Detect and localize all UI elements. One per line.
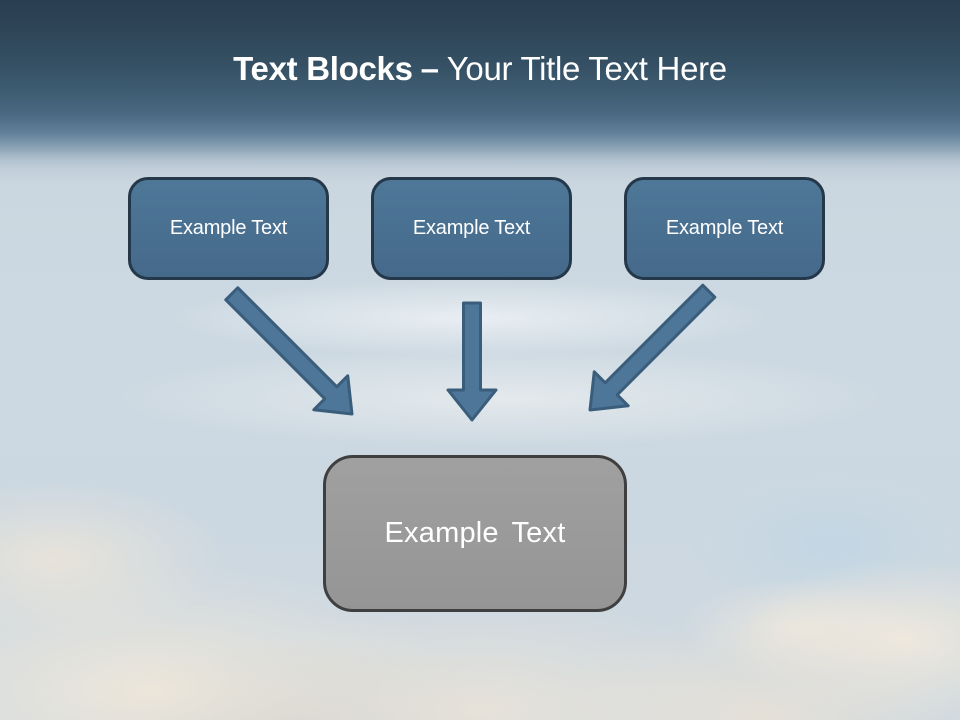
- title-separator: –: [420, 50, 439, 87]
- result-block-label: Example Text: [384, 517, 566, 549]
- title-regular-text: Your Title Text Here: [446, 50, 727, 87]
- slide-title: Text Blocks–Your Title Text Here: [0, 50, 960, 88]
- text-block-1: Example Text: [128, 177, 329, 280]
- text-block-2-label: Example Text: [412, 217, 531, 239]
- title-bold-text: Text Blocks: [233, 50, 413, 87]
- text-block-1-label: Example Text: [169, 217, 288, 239]
- result-block: Example Text: [323, 455, 627, 612]
- text-block-3: Example Text: [624, 177, 825, 280]
- text-block-2: Example Text: [371, 177, 572, 280]
- text-block-3-label: Example Text: [665, 217, 784, 239]
